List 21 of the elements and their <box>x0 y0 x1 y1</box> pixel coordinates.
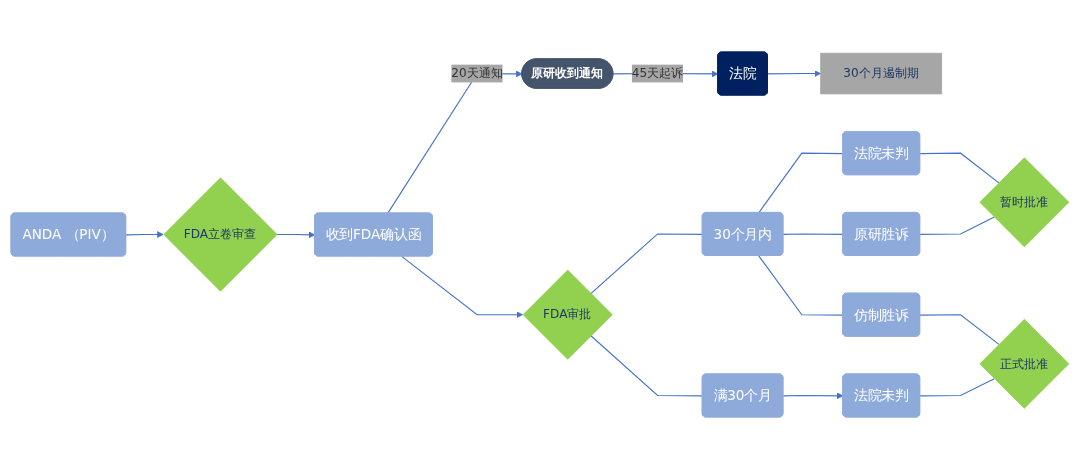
connector <box>919 152 1000 184</box>
connector <box>919 216 995 235</box>
connector <box>919 378 995 397</box>
arrow <box>276 231 316 239</box>
node-diamond: FDA立卷审查 <box>163 177 278 292</box>
node-diamond: 正式批准 <box>979 318 1070 409</box>
connector <box>782 233 844 235</box>
arrow <box>767 70 821 77</box>
connector <box>590 233 704 295</box>
node-diamond: 暂时批准 <box>979 157 1070 248</box>
arrow <box>125 231 164 238</box>
edge-label: 20天通知 <box>451 65 503 81</box>
arrow <box>401 255 524 318</box>
connector <box>758 255 844 316</box>
arrow <box>782 392 844 400</box>
node-box: 30个月遏制期 <box>820 52 943 95</box>
connector <box>919 314 1000 345</box>
edge-label: 45天起诉 <box>631 65 684 81</box>
connector <box>590 335 704 397</box>
node-diamond: FDA审批 <box>522 269 613 360</box>
connector <box>758 152 844 214</box>
